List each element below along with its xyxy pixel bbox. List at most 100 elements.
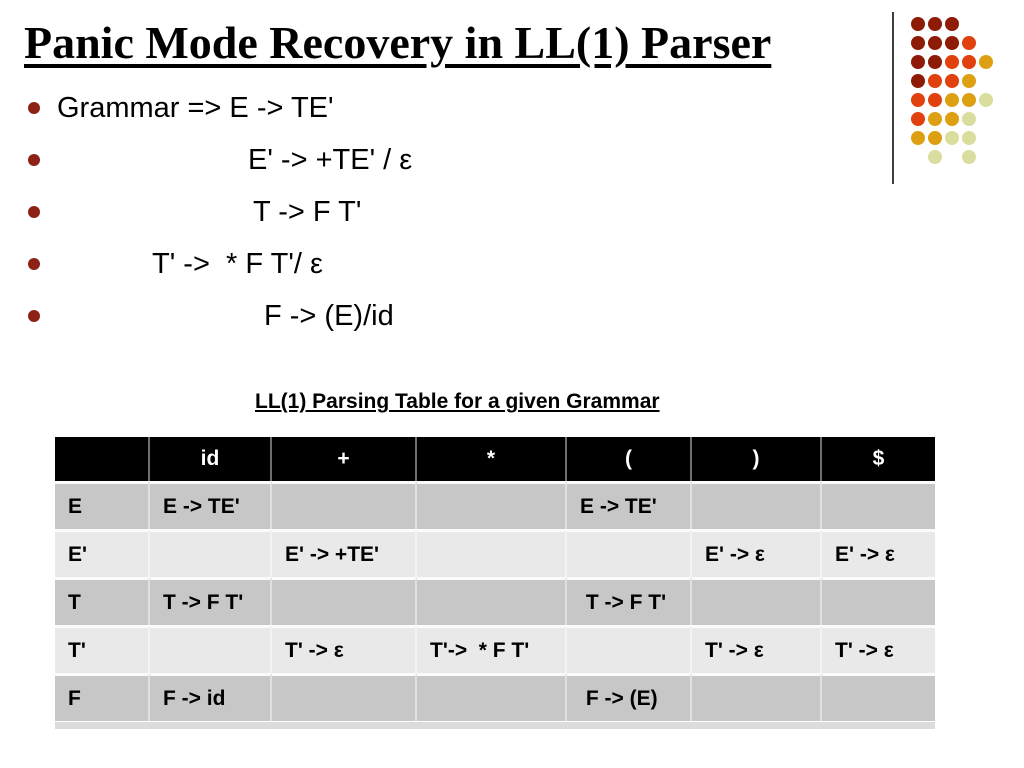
table-cell: T' [55,625,150,673]
decor-dot [928,17,942,31]
table-cell [150,529,272,577]
page-title: Panic Mode Recovery in LL(1) Parser [24,17,772,68]
bullet-text: Grammar => E -> TE' [57,92,334,124]
decor-dot [962,74,976,88]
table-header-cell: ( [567,437,692,481]
table-cell [150,625,272,673]
table-cell [692,481,822,529]
table-cell [692,577,822,625]
table-cell: T -> F T' [567,577,692,625]
table-cell: E -> TE' [567,481,692,529]
table-cell: E' -> ε [822,529,935,577]
bullet-icon [28,154,40,166]
decor-dot [962,93,976,107]
decor-dot [945,112,959,126]
table-cell [272,481,417,529]
decor-dot [911,55,925,69]
decor-dot-empty [979,112,993,126]
decor-dot [979,55,993,69]
table-cell [417,673,567,721]
table-cell [692,673,822,721]
table-cell: T'-> * F T' [417,625,567,673]
decor-dot [945,93,959,107]
bullet-icon [28,102,40,114]
table-header-cell: $ [822,437,935,481]
table-header-cell: * [417,437,567,481]
vertical-divider [892,12,894,184]
table-cell [822,577,935,625]
bullet-icon [28,310,40,322]
decor-dot [911,36,925,50]
decor-dot-empty [911,150,925,164]
table-cell: F -> (E) [567,673,692,721]
table-cell: E' -> +TE' [272,529,417,577]
table-cell: T [55,577,150,625]
table-header-row: id+*()$ [55,437,935,481]
table-header: id+*()$ [55,437,935,481]
decor-dot [962,55,976,69]
decor-dot [945,36,959,50]
table-cell: T' -> ε [822,625,935,673]
decor-dot [945,17,959,31]
bullet-item: T -> F T' [0,186,880,238]
decor-dot [928,93,942,107]
bullet-text: F -> (E)/id [264,300,394,332]
table-cell [417,577,567,625]
decor-dot [928,150,942,164]
decor-dot [928,36,942,50]
bullet-text: T' -> * F T'/ ε [152,248,323,280]
table-header-cell: + [272,437,417,481]
decor-dot-empty [979,150,993,164]
table-bottom-strip [55,722,935,729]
decor-dot [928,131,942,145]
decor-dot [945,74,959,88]
table-cell [417,529,567,577]
decor-dot [962,150,976,164]
table-cell: T -> F T' [150,577,272,625]
decor-dot [962,131,976,145]
decor-dot [928,55,942,69]
decor-dot-empty [979,36,993,50]
bullet-item: T' -> * F T'/ ε [0,238,880,290]
table-caption: LL(1) Parsing Table for a given Grammar [255,390,660,413]
decor-dot-empty [945,150,959,164]
table-cell [272,673,417,721]
decor-dot [911,74,925,88]
table-cell [822,481,935,529]
decor-dot-grid [911,15,996,167]
decor-dot-empty [979,17,993,31]
decor-dot [962,112,976,126]
table-cell: E -> TE' [150,481,272,529]
table-cell [272,577,417,625]
bullet-item: F -> (E)/id [0,290,880,342]
table-cell: E' -> ε [692,529,822,577]
decor-dot [911,93,925,107]
decor-dot-empty [979,74,993,88]
table-header-cell: ) [692,437,822,481]
bullet-item: Grammar => E -> TE' [0,82,880,134]
table-cell: E [55,481,150,529]
decor-dot [945,55,959,69]
bullet-text: E' -> +TE' / ε [248,144,413,176]
table-cell [567,625,692,673]
table-cell [822,673,935,721]
table-cell [417,481,567,529]
decor-dot [928,112,942,126]
decor-dot [911,131,925,145]
bullet-icon [28,206,40,218]
decor-dot [928,74,942,88]
table-cell: E' [55,529,150,577]
decor-dot [962,36,976,50]
decor-dot [945,131,959,145]
table-cell: T' -> ε [692,625,822,673]
decor-dot [979,93,993,107]
table-header-cell: id [150,437,272,481]
table-cell: F [55,673,150,721]
